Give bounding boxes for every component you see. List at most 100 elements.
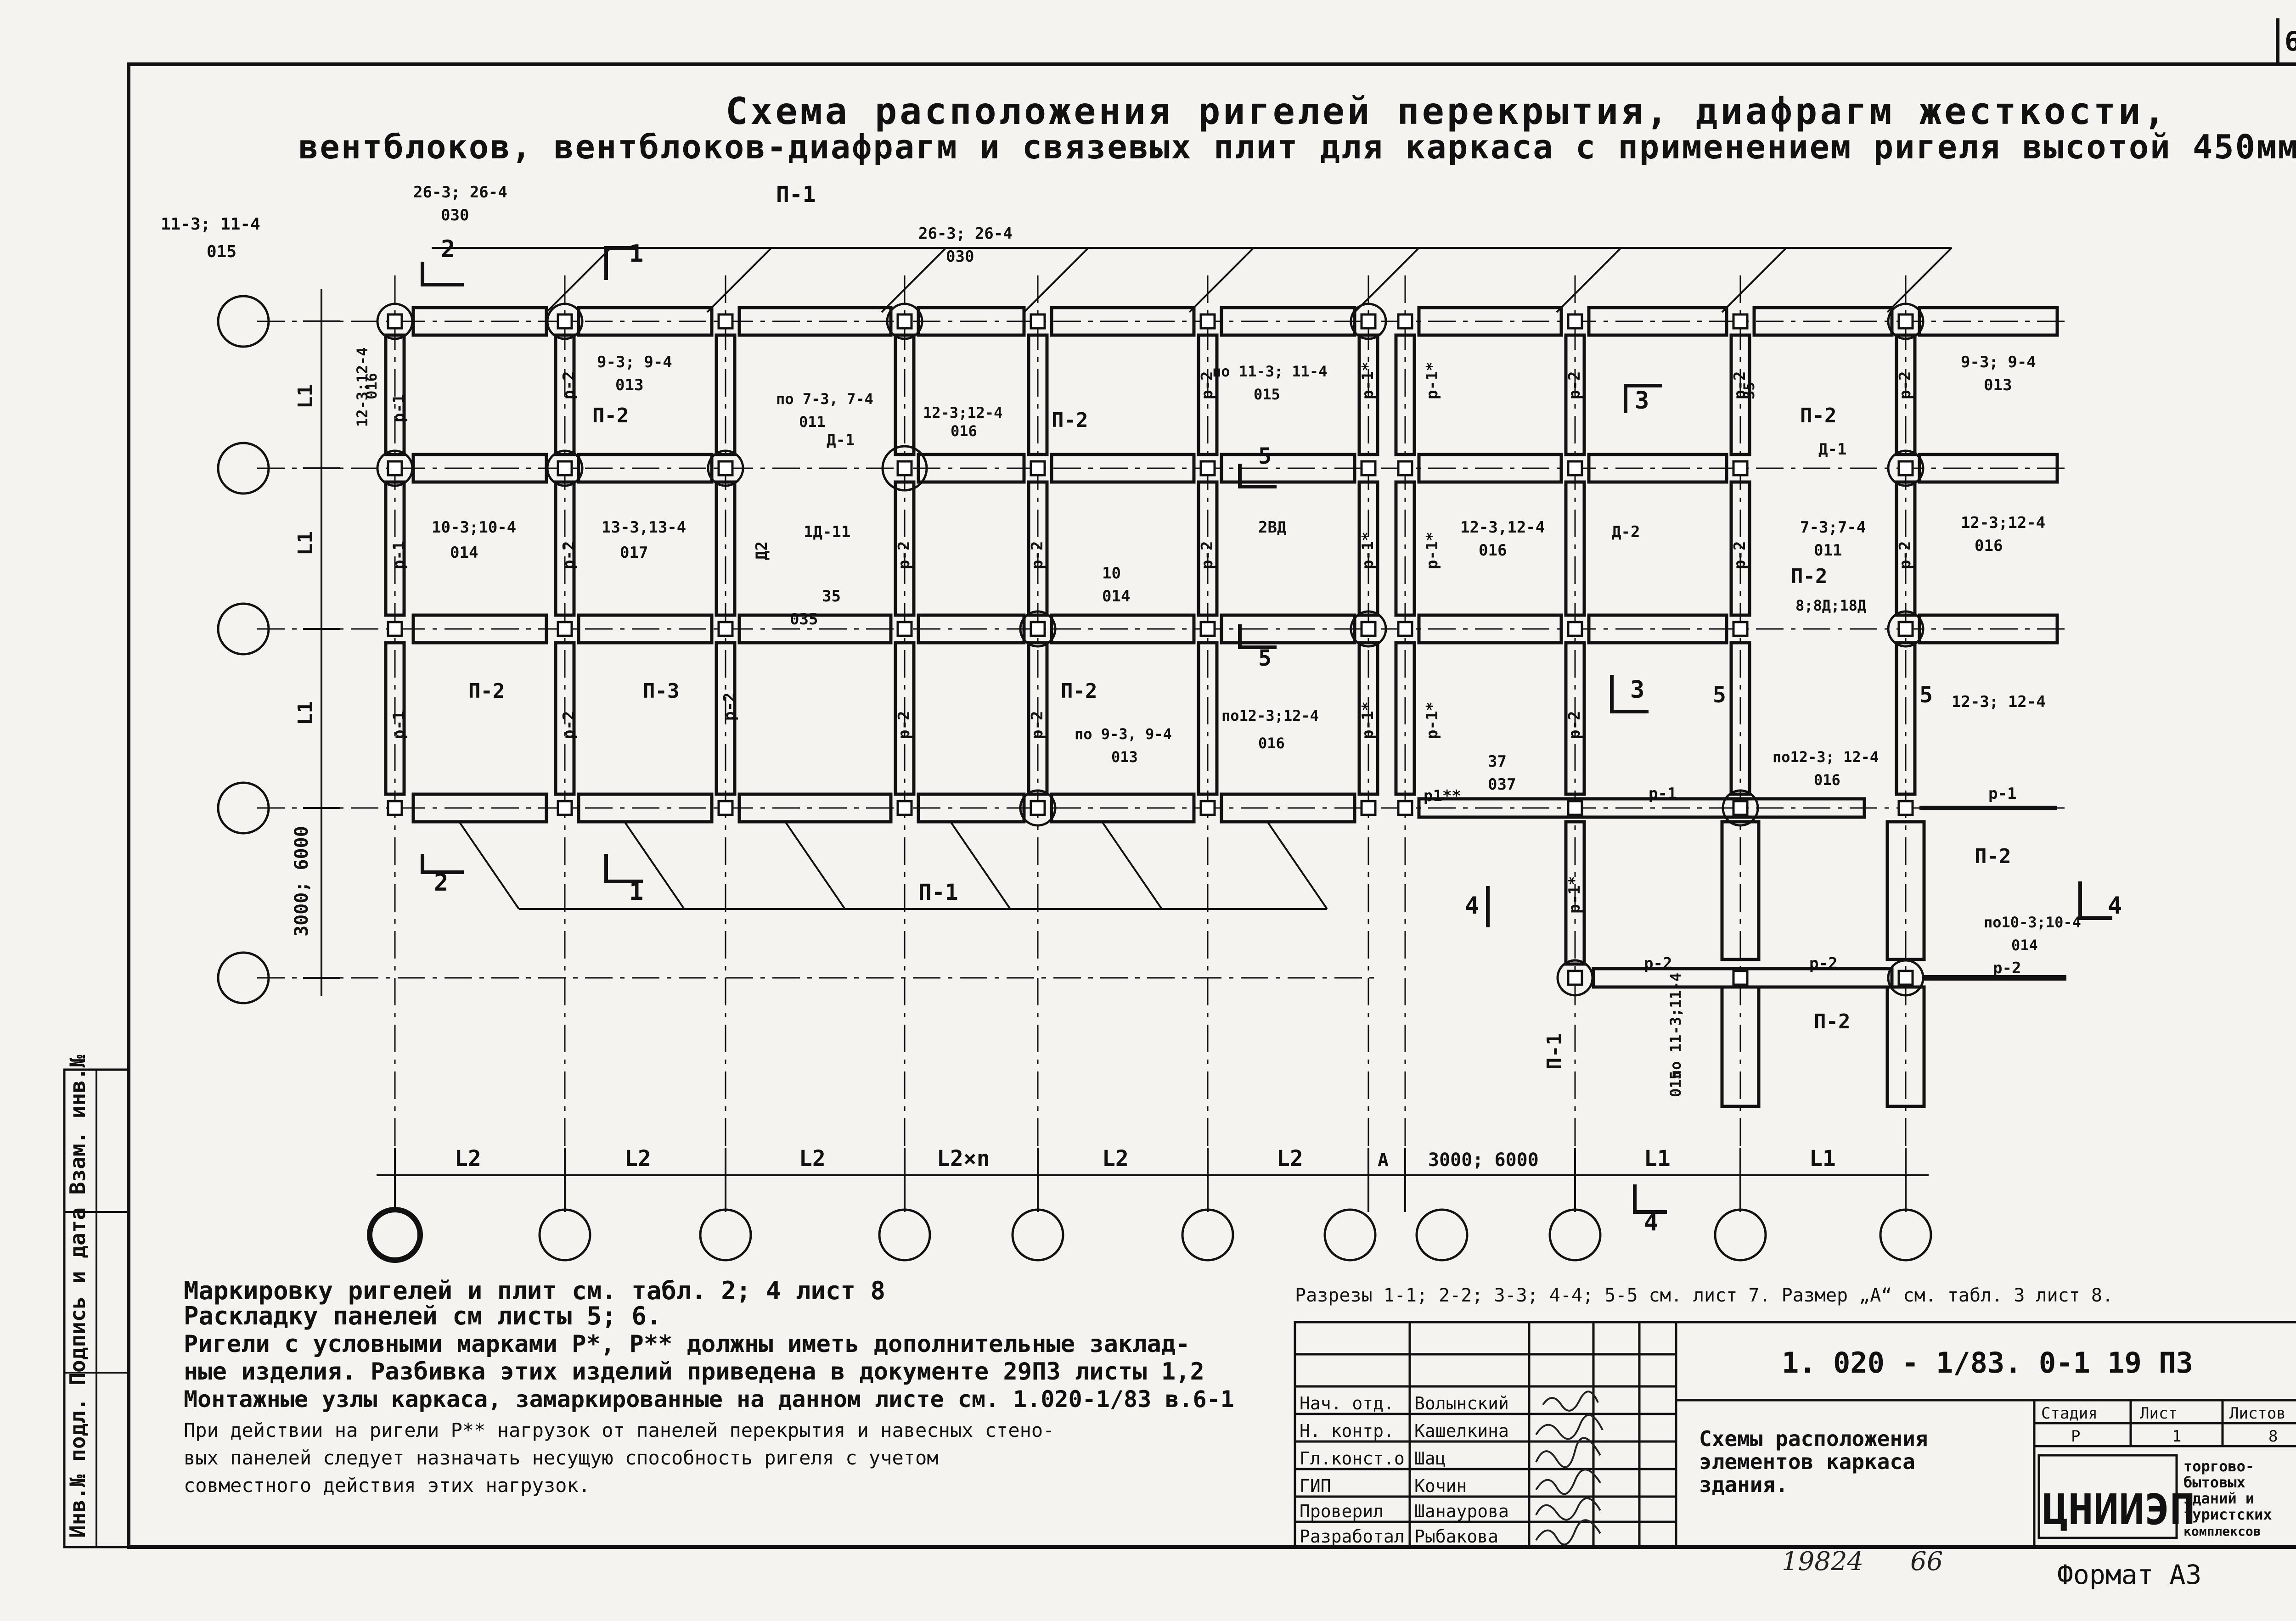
node-po11v: по 11-3;11-4 — [1667, 973, 1684, 1079]
node-po10-b: 014 — [2011, 937, 2038, 954]
section-4-c: 4 — [1644, 1209, 1658, 1236]
label-p2-a: П-2 — [592, 404, 629, 427]
section-5-a: 5 — [1258, 443, 1272, 469]
node-26b-b: 030 — [946, 247, 974, 266]
note-sections: Разрезы 1-1; 2-2; 3-3; 4-4; 5-5 см. лист… — [1295, 1285, 2113, 1306]
sheet-frame — [63, 18, 2296, 1549]
label-r1-b: р-1 — [390, 541, 408, 569]
document-name-2: элементов каркаса — [1699, 1449, 1915, 1474]
label-r2-a: р-2 — [560, 371, 578, 399]
node-11-b: 015 — [207, 242, 236, 261]
node-12d: 12-3;12-4 — [354, 348, 371, 427]
node-7b-b: 011 — [1814, 541, 1842, 560]
label-p2-d: П-2 — [1061, 679, 1097, 703]
footer-number-2: 66 — [1910, 1547, 1943, 1576]
note-line6: При действии на ригели Р** нагрузок от п… — [184, 1419, 1054, 1442]
dim-l2-d: L2 — [1102, 1146, 1129, 1172]
label-r1-wing-b: р-1 — [1988, 785, 2016, 803]
label-r1s-a: р-1* — [1359, 362, 1377, 399]
node-13-b: 017 — [620, 544, 648, 562]
label-r1s-g: р-1* — [1565, 876, 1584, 914]
label-r2-p: р-2 — [1896, 541, 1914, 569]
name-3: Кочин — [1414, 1476, 1467, 1496]
node-9b: 9-3; 9-4 — [1961, 353, 2036, 371]
name-2: Шац — [1414, 1448, 1446, 1469]
section-2-bottom: 2 — [434, 869, 448, 897]
label-d2-vertical: Д2 — [753, 541, 771, 560]
drawing-title-line1: Схема расположения ригелей перекрытия, д… — [726, 90, 2168, 133]
note-line8: совместного действия этих нагрузок. — [184, 1474, 590, 1497]
section-1-bottom: 1 — [629, 878, 643, 906]
node-12c: 12-3,12-4 — [1460, 518, 1545, 537]
section-1-top: 1 — [629, 240, 643, 268]
format-label: Формат А3 — [2057, 1559, 2201, 1590]
label-8vd: 8;8Д;18Д — [1795, 597, 1866, 614]
dim-3000-left: 3000; 6000 — [291, 826, 312, 937]
dim-l2-e: L2 — [1277, 1146, 1303, 1172]
node-po12a: по12-3;12-4 — [1221, 707, 1319, 724]
label-p1-top: П-1 — [776, 182, 816, 208]
label-r2-d: р-2 — [720, 693, 739, 721]
document-name-3: здания. — [1699, 1472, 1788, 1497]
label-p2-b: П-2 — [1052, 409, 1088, 432]
node-26a-b: 030 — [441, 206, 469, 224]
dim-l1-e: L1 — [1809, 1146, 1836, 1172]
node-10a-b: 014 — [450, 544, 478, 562]
dim-3000-bottom: 3000; 6000 — [1428, 1150, 1539, 1171]
node-35: 35 — [822, 587, 841, 606]
node-9a-b: 013 — [615, 376, 643, 394]
label-r1ss: р1** — [1424, 787, 1461, 805]
document-code: 1. 020 - 1/83. 0-1 19 ПЗ — [1782, 1346, 2193, 1380]
dim-a: А — [1378, 1150, 1389, 1171]
sheet-header: Лист — [2140, 1404, 2178, 1423]
node-12e: 12-3; 12-4 — [1952, 693, 2046, 711]
dim-l2n: L2×n — [937, 1146, 990, 1172]
node-35-b: 035 — [790, 610, 818, 628]
signatures — [1535, 1391, 1604, 1546]
node-11: 11-3; 11-4 — [161, 215, 260, 234]
node-po11v-b: 015 — [1667, 1071, 1684, 1097]
section-3-top: 3 — [1635, 387, 1649, 415]
section-4-a: 4 — [1465, 892, 1479, 920]
footer-number-1: 19824 — [1782, 1547, 1863, 1576]
page-number: 65 — [2285, 26, 2296, 57]
label-r1s-e: р-1* — [1423, 532, 1441, 569]
label-p1-lower: П-1 — [1543, 1033, 1566, 1070]
label-p2-c: П-2 — [468, 679, 505, 703]
dim-l1-b: L1 — [294, 531, 317, 555]
stage-value: Р — [2071, 1427, 2080, 1446]
drawing-title-line2: вентблоков, вентблоков-диафрагм и связев… — [298, 128, 2296, 166]
dim-l1-a: L1 — [294, 384, 317, 409]
role-0: Нач. отд. — [1300, 1393, 1394, 1413]
label-r1-a: р-1 — [390, 394, 408, 422]
label-r2-h: р-2 — [1028, 711, 1047, 739]
label-p2-g: П-2 — [1975, 845, 2011, 868]
side-stamp: Инв.№ подл. Подпись и дата Взам. инв.№ — [65, 1054, 90, 1538]
node-7a-b: 011 — [799, 413, 826, 431]
node-po10: по10-3;10-4 — [1984, 914, 2081, 931]
plan-labels: П-1 П-1 П-1 П-2 П-2 П-2 П-2 П-2 П-2 П-2 … — [161, 182, 2122, 1236]
label-r1-wing: р-1 — [1649, 785, 1677, 803]
label-r1s-c: р-1* — [1359, 701, 1377, 739]
section-5-d: 5 — [1919, 682, 1933, 708]
label-r2x: р-2 — [1993, 959, 2021, 977]
section-4-b: 4 — [2108, 892, 2122, 920]
note-line1: Маркировку ригелей и плит см. табл. 2; 4… — [184, 1276, 885, 1305]
label-r2-e: р-2 — [895, 541, 913, 569]
dim-l1-c: L1 — [294, 701, 317, 725]
org-logo: ЦНИИЭП — [2043, 1485, 2195, 1534]
node-10a: 10-3;10-4 — [432, 518, 516, 537]
node-26b: 26-3; 26-4 — [918, 224, 1013, 243]
label-p2-h: П-2 — [1814, 1010, 1850, 1033]
label-r2-g: р-2 — [1028, 541, 1047, 569]
structural-plan — [217, 246, 2296, 1548]
label-d1b: Д-1 — [1818, 440, 1846, 459]
node-po12b: по12-3; 12-4 — [1773, 748, 1879, 766]
node-po11-b: 015 — [1254, 386, 1280, 403]
name-1: Кашелкина — [1414, 1421, 1509, 1441]
node-7b: 7-3;7-4 — [1800, 518, 1866, 537]
name-0: Волынский — [1414, 1393, 1509, 1413]
note-line3: Ригели с условными марками Р*, Р** должн… — [184, 1330, 1190, 1358]
node-12a-b: 016 — [951, 422, 977, 440]
label-p2-e: П-2 — [1800, 404, 1836, 427]
